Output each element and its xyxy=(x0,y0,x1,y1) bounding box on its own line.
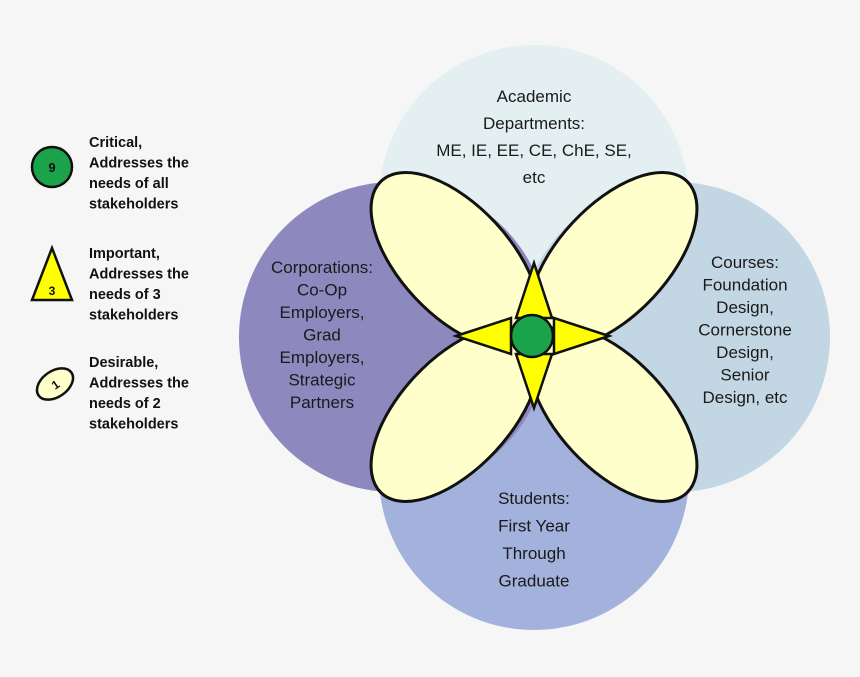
top-label-line: etc xyxy=(523,168,546,187)
right-label-line: Cornerstone xyxy=(698,321,792,340)
right-label-line: Foundation xyxy=(702,276,787,295)
legend-important-symbol: 3 xyxy=(49,284,56,298)
right-label-line: Senior xyxy=(720,366,769,385)
right-label-line: Design, etc xyxy=(702,388,788,407)
legend-text-line: stakeholders xyxy=(89,417,178,433)
legend-text-line: Addresses the xyxy=(89,267,189,283)
legend-text-line: needs of 2 xyxy=(89,396,161,412)
top-label-line: Departments: xyxy=(483,114,585,133)
legend-text-line: needs of all xyxy=(89,176,169,192)
right-label-line: Courses: xyxy=(711,253,779,272)
left-label-line: Partners xyxy=(290,393,354,412)
legend-critical-icon xyxy=(30,145,74,189)
bottom-label-line: Through xyxy=(502,544,565,563)
left-label-line: Co-Op xyxy=(297,281,347,300)
top-label-line: ME, IE, EE, CE, ChE, SE, xyxy=(436,141,632,160)
left-label-line: Corporations: xyxy=(271,258,373,277)
legend-text-line: Critical, xyxy=(89,135,142,151)
legend-text-line: stakeholders xyxy=(89,197,178,213)
legend-text-line: needs of 3 xyxy=(89,287,161,303)
left-label-line: Grad xyxy=(303,326,341,345)
legend-critical-symbol: 9 xyxy=(48,160,55,175)
legend-critical-text: Critical, Addresses the needs of all stakeh… xyxy=(89,135,189,213)
legend-text-line: stakeholders xyxy=(89,308,178,324)
bottom-label-line: First Year xyxy=(498,517,570,536)
bottom-label-line: Graduate xyxy=(499,572,570,591)
legend-text-line: Addresses the xyxy=(89,156,189,172)
label-courses: Courses:FoundationDesign,CornerstoneDesi… xyxy=(698,253,792,407)
left-label-line: Employers, xyxy=(279,303,364,322)
right-label-line: Design, xyxy=(716,343,774,362)
legend-desirable-icon xyxy=(35,367,75,401)
legend-text-line: Desirable, xyxy=(89,355,158,371)
left-label-line: Strategic xyxy=(288,371,356,390)
bottom-label-line: Students: xyxy=(498,489,570,508)
center-critical-circle xyxy=(509,313,555,359)
legend-text-line: Addresses the xyxy=(89,376,189,392)
legend-desirable-text: Desirable, Addresses the needs of 2 stakeho… xyxy=(89,355,189,433)
legend-important-icon xyxy=(30,244,74,302)
top-label-line: Academic xyxy=(497,87,572,106)
left-label-line: Employers, xyxy=(279,348,364,367)
legend-important-text: Important, Addresses the needs of 3 stakeho… xyxy=(89,246,189,324)
label-corporations: Corporations:Co-OpEmployers,GradEmployer… xyxy=(271,258,373,412)
legend-text-line: Important, xyxy=(89,246,160,262)
right-label-line: Design, xyxy=(716,298,774,317)
